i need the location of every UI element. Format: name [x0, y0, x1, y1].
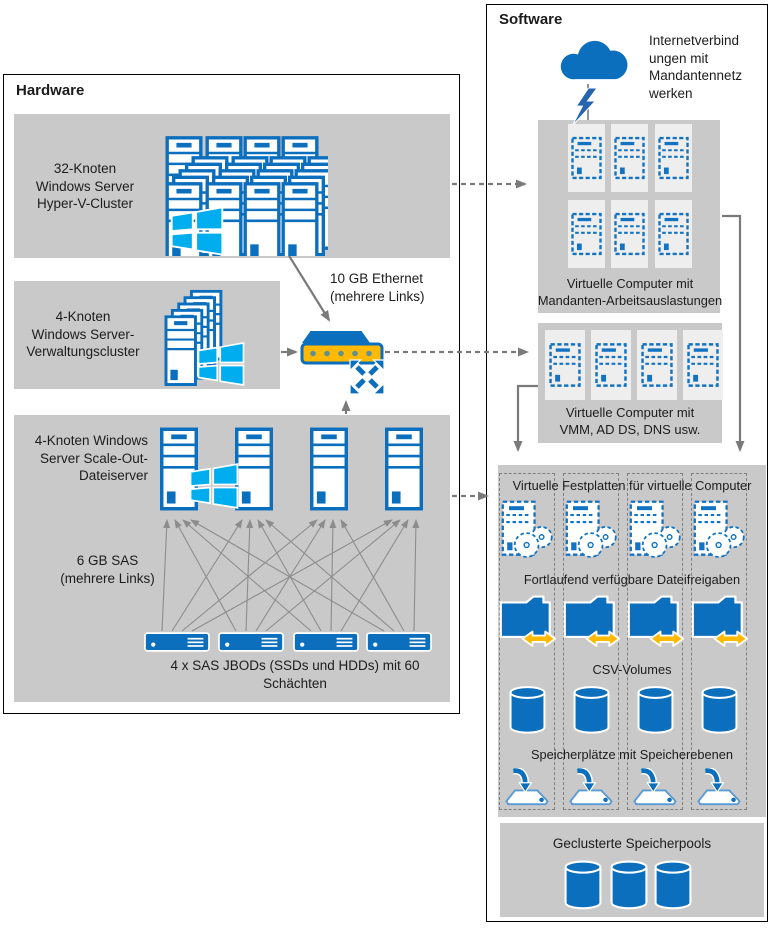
- virtual-machine-icon: [658, 136, 689, 180]
- vm-tile: [611, 124, 648, 192]
- csv-volume-icon: [637, 685, 674, 734]
- vm-tile: [611, 200, 648, 268]
- vm-tile: [568, 124, 605, 192]
- storage-column: [691, 473, 747, 810]
- virtual-disk-icon: [693, 500, 745, 559]
- virtual-machine-icon: [571, 212, 602, 256]
- cloud-icon: [560, 40, 628, 80]
- server-icon: [310, 427, 348, 511]
- file-share-folder-icon: [499, 595, 557, 648]
- csv-volume-icon: [701, 685, 738, 734]
- jbod-icon: [366, 632, 432, 652]
- file-share-folder-icon: [627, 595, 685, 648]
- csv-volume-icon: [573, 685, 610, 734]
- ethernet-label: 10 GB Ethernet (mehrere Links): [330, 271, 425, 304]
- virtual-disk-icon: [501, 500, 553, 559]
- software-title: Software: [499, 11, 563, 28]
- internet-label: Internetverbind ungen mit Mandantennetz …: [649, 33, 743, 101]
- tenant-vms-label: Virtuelle Computer mit Mandanten-Arbeits…: [537, 276, 723, 308]
- shares-row-label: Fortlaufend verfügbare Dateifreigaben: [523, 572, 741, 587]
- network-switch-icon: [296, 322, 400, 400]
- virtual-machine-icon: [595, 342, 627, 388]
- virtual-disk-icon: [629, 500, 681, 559]
- jbod-label: 4 x SAS JBODs (SSDs und HDDs) mit 60 Sch…: [170, 658, 420, 691]
- storage-tier-icon: [631, 768, 679, 806]
- file-share-folder-icon: [691, 595, 749, 648]
- windows-logo-icon: [197, 342, 245, 386]
- csv-row-label: CSV-Volumes: [592, 662, 672, 677]
- server-stack-icon: [133, 122, 328, 256]
- virtual-machine-icon: [549, 342, 581, 388]
- storage-pool-icon: [654, 860, 692, 910]
- storage-column: [499, 473, 555, 810]
- server-icon: [235, 427, 273, 511]
- hyperv-cluster-label: 32-Knoten Windows Server Hyper-V-Cluster: [35, 161, 135, 212]
- windows-logo-icon: [170, 206, 224, 256]
- virtual-machine-icon: [571, 136, 602, 180]
- virtual-machine-icon: [614, 212, 645, 256]
- server-icon: [385, 427, 423, 511]
- virtual-disk-icon: [565, 500, 617, 559]
- file-share-folder-icon: [563, 595, 621, 648]
- virtual-machine-icon: [687, 342, 719, 388]
- virtual-machine-icon: [658, 212, 689, 256]
- management-cluster-label: 4-Knoten Windows Server- Verwaltungsclus…: [26, 309, 140, 360]
- sas-label: 6 GB SAS (mehrere Links): [60, 553, 155, 586]
- storage-tier-icon: [503, 768, 551, 806]
- pools-label: Geclusterte Speicherpools: [552, 836, 712, 851]
- storage-tier-icon: [695, 768, 743, 806]
- jbod-icon: [293, 632, 359, 652]
- vm-tile: [568, 200, 605, 268]
- storage-tier-icon: [567, 768, 615, 806]
- csv-volume-icon: [509, 685, 546, 734]
- hardware-title: Hardware: [16, 82, 85, 99]
- virtual-machine-icon: [641, 342, 673, 388]
- spaces-row-label: Speicherplätze mit Speicherebenen: [530, 747, 734, 762]
- storage-pool-icon: [610, 860, 648, 910]
- scaleout-fileserver-label: 4-Knoten Windows Server Scale-Out- Datei…: [34, 433, 148, 484]
- storage-column: [563, 473, 619, 810]
- lightning-icon: [572, 88, 598, 126]
- vm-tile: [655, 200, 692, 268]
- jbod-icon: [218, 632, 284, 652]
- infra-vms-label: Virtuelle Computer mit VMM, AD DS, DNS u…: [559, 405, 701, 437]
- vhd-row-label: Virtuelle Festplatten für virtuelle Comp…: [512, 478, 752, 493]
- windows-logo-icon: [189, 463, 239, 509]
- storage-pool-icon: [564, 860, 602, 910]
- vm-tile: [655, 124, 692, 192]
- virtual-machine-icon: [614, 136, 645, 180]
- jbod-icon: [144, 632, 210, 652]
- storage-column: [627, 473, 683, 810]
